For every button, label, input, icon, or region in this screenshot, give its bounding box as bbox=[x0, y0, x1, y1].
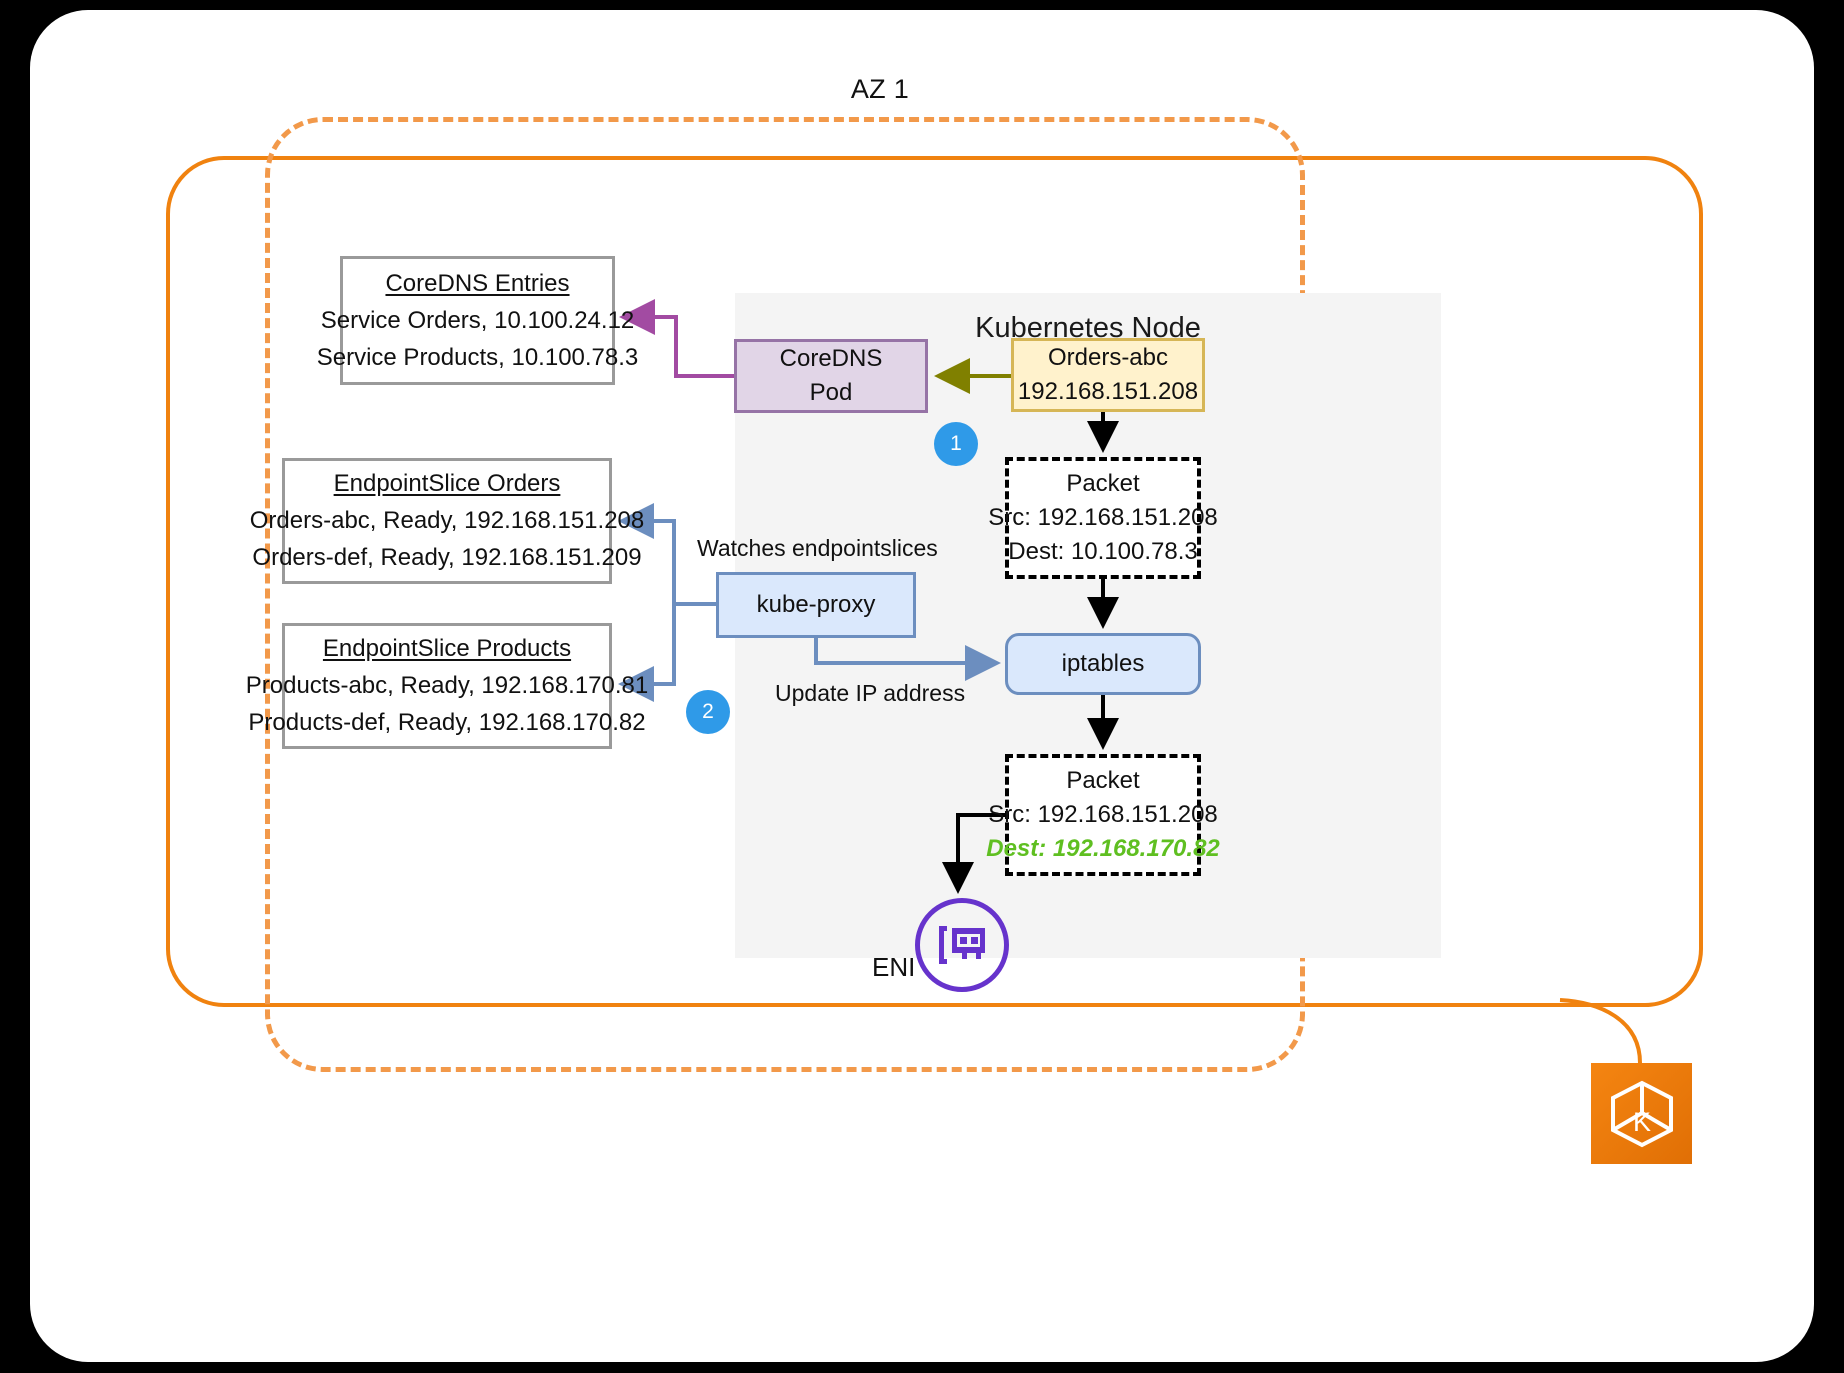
coredns-entry-orders: Service Orders, 10.100.24.12 bbox=[320, 306, 635, 334]
kube-proxy-label: kube-proxy bbox=[756, 591, 876, 618]
az-label: AZ 1 bbox=[850, 74, 910, 104]
network-card-icon bbox=[939, 926, 985, 964]
coredns-entry-products: Service Products, 10.100.78.3 bbox=[316, 343, 639, 371]
coredns-pod-line2: Pod bbox=[809, 379, 853, 406]
endpointslice-products-title: EndpointSlice Products bbox=[322, 635, 572, 662]
coredns-entries-box: CoreDNS Entries Service Orders, 10.100.2… bbox=[317, 256, 638, 385]
packet-box-before-dnat: Packet Src: 192.168.151.208 Dest: 10.100… bbox=[988, 457, 1218, 579]
endpointslice-orders-box: EndpointSlice Orders Orders-abc, Ready, … bbox=[250, 458, 644, 584]
step-badge-2: 2 bbox=[686, 690, 730, 734]
vpc-boundary bbox=[166, 156, 1703, 1007]
packet1-src: Src: 192.168.151.208 bbox=[988, 504, 1218, 531]
update-ip-address-label: Update IP address bbox=[775, 680, 966, 706]
endpoint-products-abc: Products-abc, Ready, 192.168.170.81 bbox=[245, 672, 649, 699]
watches-endpointslices-label: Watches endpointslices bbox=[697, 535, 938, 561]
coredns-pod-line1: CoreDNS bbox=[779, 345, 883, 372]
packet2-src: Src: 192.168.151.208 bbox=[988, 801, 1218, 828]
coredns-entries-title: CoreDNS Entries bbox=[385, 269, 570, 297]
svg-text:K: K bbox=[1632, 1107, 1650, 1137]
eni-label: ENI bbox=[872, 952, 916, 982]
orders-pod-ip: 192.168.151.208 bbox=[1017, 378, 1199, 405]
endpointslice-products-box: EndpointSlice Products Products-abc, Rea… bbox=[246, 623, 648, 749]
kube-proxy-node: kube-proxy bbox=[716, 572, 916, 638]
endpoint-orders-def: Orders-def, Ready, 192.168.151.209 bbox=[252, 544, 642, 571]
packet-box-after-dnat: Packet Src: 192.168.151.208 Dest: 192.16… bbox=[986, 754, 1220, 876]
amazon-eks-logo: K bbox=[1591, 1063, 1692, 1164]
eni-icon bbox=[915, 898, 1009, 992]
packet1-dest: Dest: 10.100.78.3 bbox=[1008, 538, 1198, 565]
endpointslice-orders-title: EndpointSlice Orders bbox=[333, 470, 561, 497]
orders-abc-pod-node: Orders-abc 192.168.151.208 bbox=[1011, 338, 1205, 412]
packet2-dest: Dest: 192.168.170.82 bbox=[986, 835, 1220, 862]
endpoint-orders-abc: Orders-abc, Ready, 192.168.151.208 bbox=[249, 507, 645, 534]
iptables-node: iptables bbox=[1005, 633, 1201, 695]
endpoint-products-def: Products-def, Ready, 192.168.170.82 bbox=[248, 709, 646, 736]
packet1-title: Packet bbox=[1066, 470, 1140, 497]
step-badge-1: 1 bbox=[934, 422, 978, 466]
eks-cube-icon: K bbox=[1610, 1080, 1673, 1147]
packet2-title: Packet bbox=[1066, 767, 1140, 794]
coredns-pod-node: CoreDNS Pod bbox=[734, 339, 928, 413]
iptables-label: iptables bbox=[1061, 650, 1145, 677]
orders-pod-name: Orders-abc bbox=[1047, 344, 1169, 371]
